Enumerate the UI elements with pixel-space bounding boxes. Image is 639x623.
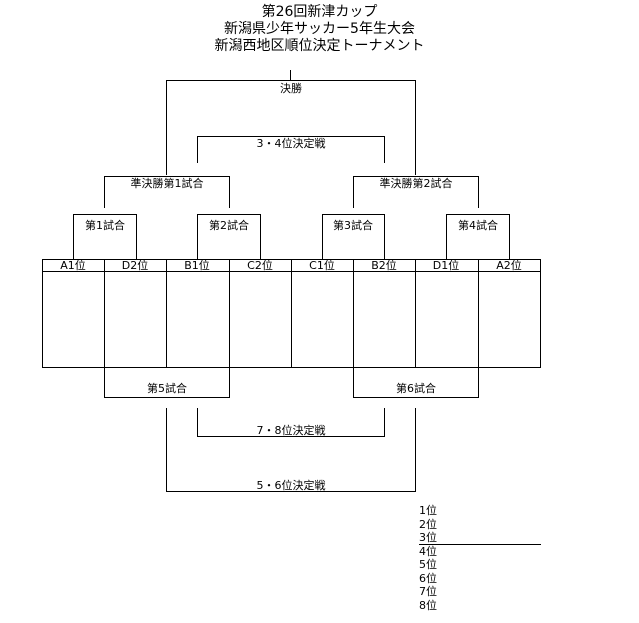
match5-label: 第5試合 [147, 382, 187, 395]
team-a2: A2位 [496, 259, 522, 272]
match4-label: 第4試合 [458, 219, 498, 232]
team-b2: B2位 [371, 259, 397, 272]
team-a1: A1位 [60, 259, 86, 272]
team-d1: D1位 [432, 259, 460, 272]
match3-bracket [322, 214, 385, 259]
bracket-title: 新潟西地区順位決定トーナメント [214, 38, 425, 54]
match2-bracket [197, 214, 261, 259]
team-c2: C2位 [247, 259, 273, 272]
standing-3: 3位 [419, 531, 437, 544]
match4-bracket [446, 214, 510, 259]
semi1-label: 準決勝第1試合 [130, 177, 204, 190]
tournament-subtitle: 新潟県少年サッカー5年生大会 [224, 21, 415, 37]
standing-1: 1位 [419, 504, 437, 517]
final-label: 決勝 [280, 82, 302, 95]
third-place-bracket [197, 136, 385, 163]
final-bracket [166, 80, 416, 175]
third-place-label: 3・4位決定戦 [256, 137, 326, 150]
standing-8: 8位 [419, 599, 437, 612]
seventh-place-label: 7・8位決定戦 [256, 424, 326, 437]
fifth-place-bracket [166, 408, 416, 492]
semi2-bracket [353, 176, 479, 208]
match6-label: 第6試合 [396, 382, 436, 395]
standing-7: 7位 [419, 585, 437, 598]
match1-bracket [73, 214, 137, 259]
semi1-bracket [104, 176, 230, 208]
standing-5: 5位 [419, 558, 437, 571]
team-c1: C1位 [309, 259, 335, 272]
match2-label: 第2試合 [209, 219, 249, 232]
standing-2: 2位 [419, 518, 437, 531]
match3-label: 第3試合 [333, 219, 373, 232]
semi2-label: 準決勝第2試合 [379, 177, 453, 190]
standing-4: 4位 [419, 545, 437, 558]
team-b1: B1位 [184, 259, 210, 272]
standing-6: 6位 [419, 572, 437, 585]
fifth-place-label: 5・6位決定戦 [256, 479, 326, 492]
match1-label: 第1試合 [85, 219, 125, 232]
tournament-title: 第26回新津カップ [261, 4, 378, 20]
team-d2: D2位 [121, 259, 149, 272]
seventh-place-bracket [197, 408, 385, 437]
